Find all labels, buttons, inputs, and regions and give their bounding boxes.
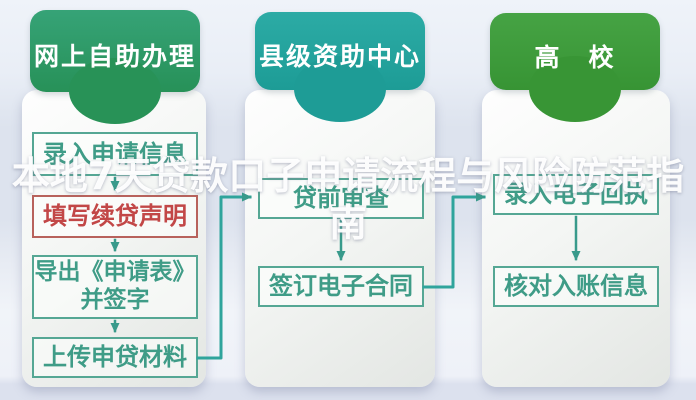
step-pre-loan-review: 贷前审查 [258,178,424,219]
card-county-funding-center [245,90,435,387]
step-sign-electronic-contract: 签订电子合同 [258,266,424,307]
header-bulge [294,56,386,122]
header-label: 网上自助办理 [33,42,196,71]
step-enter-electronic-receipt: 录入电子回执 [493,174,659,215]
step-fill-renewal-statement: 填写续贷声明 [32,195,198,238]
header-county-funding-center: 县级资助中心 [255,12,425,122]
step-enter-application-info: 录入申请信息 [32,132,198,176]
step-export-form-and-sign: 导出《申请表》 并签字 [32,255,198,319]
step-verify-deposit-info: 核对入账信息 [493,266,659,307]
step-upload-loan-materials: 上传申贷材料 [32,337,198,378]
header-university: 高 校 [490,13,660,122]
card-university [482,90,670,387]
header-bulge [529,56,621,122]
header-label: 县级资助中心 [258,42,421,71]
header-online-selfservice: 网上自助办理 [30,10,200,124]
header-bulge [69,58,161,124]
header-label: 高 校 [534,42,616,72]
